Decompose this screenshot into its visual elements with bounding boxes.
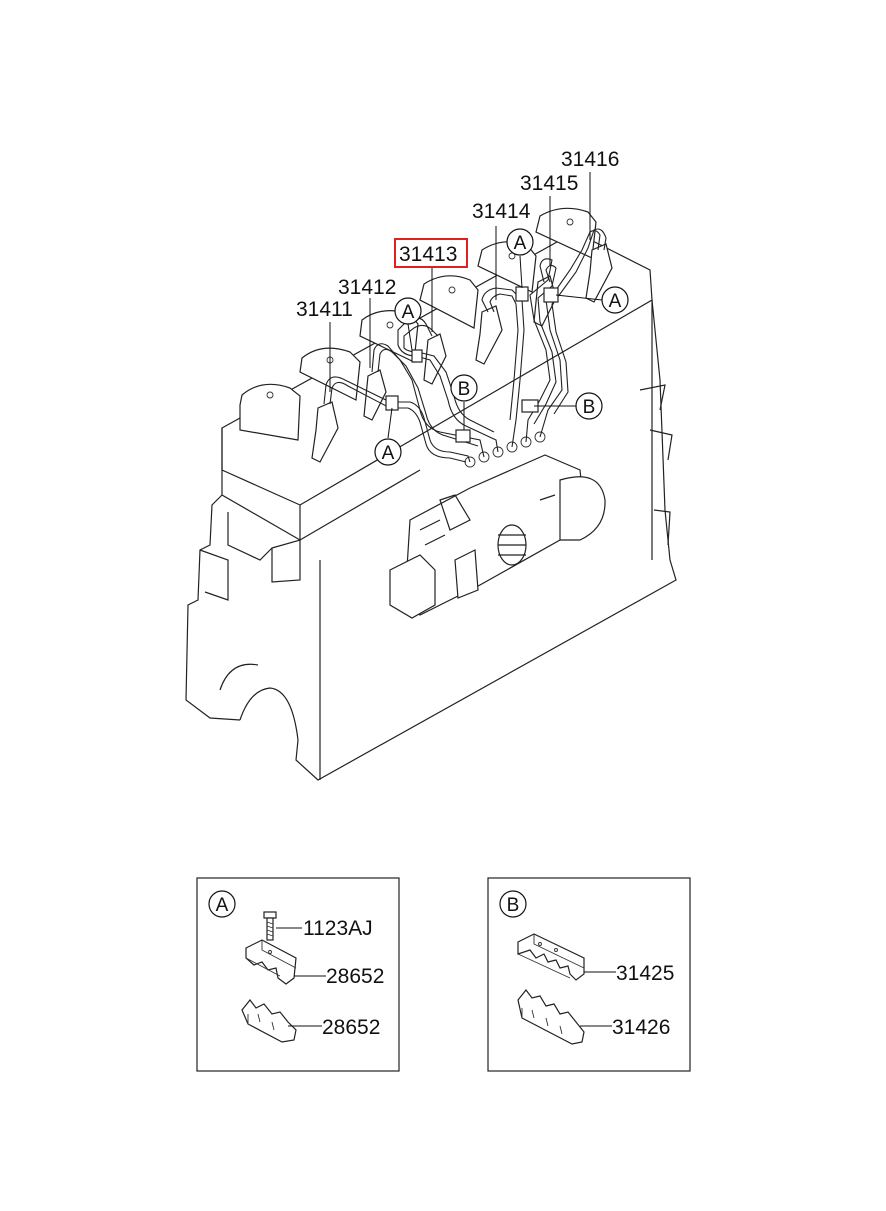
svg-text:B: B — [583, 397, 596, 418]
clamp-lower-a-icon — [241, 999, 297, 1043]
part-label-31413-highlighted[interactable]: 31413 — [394, 238, 468, 268]
injectors — [311, 243, 613, 463]
pipe-clamp-a-2 — [515, 286, 529, 302]
injection-pump — [389, 431, 606, 619]
clamp-lower-b-icon — [517, 989, 585, 1045]
svg-text:B: B — [458, 379, 471, 400]
pipe-clamp-b-1 — [455, 429, 471, 443]
callout-b-2[interactable]: B — [575, 392, 603, 420]
part-label-31416[interactable]: 31416 — [561, 148, 619, 171]
pipe-clamp-a-1 — [385, 395, 399, 411]
svg-text:A: A — [382, 443, 395, 464]
svg-text:A: A — [514, 233, 527, 254]
detail-box-a: A 1123AJ 28652 28652 — [196, 877, 400, 1072]
callout-a-4[interactable]: A — [374, 438, 402, 466]
fuel-injection-pipes — [323, 228, 607, 463]
leader-lines — [329, 172, 603, 439]
part-label-31414[interactable]: 31414 — [472, 200, 531, 223]
clamp-upper-a-icon — [245, 939, 297, 985]
callout-b-1[interactable]: B — [450, 374, 478, 402]
highlight-box — [394, 238, 468, 268]
callout-a-2[interactable]: A — [506, 228, 534, 256]
bolt-icon — [263, 911, 277, 941]
detail-a-title-circle — [208, 890, 236, 918]
clamp-upper-b-icon — [517, 933, 585, 981]
callout-a-3[interactable]: A — [601, 286, 629, 314]
detail-box-b: B 31425 31426 — [487, 877, 691, 1072]
part-label-28652-upper[interactable]: 28652 — [326, 965, 384, 988]
part-label-28652-lower[interactable]: 28652 — [322, 1016, 380, 1039]
detail-b-title-circle — [499, 890, 527, 918]
part-label-31413[interactable]: 31413 — [399, 243, 457, 266]
svg-text:A: A — [402, 302, 415, 323]
part-label-31425[interactable]: 31425 — [616, 962, 674, 985]
svg-text:A: A — [609, 291, 622, 312]
callout-a-1[interactable]: A — [394, 297, 422, 325]
detail-b-title: B — [507, 895, 520, 916]
part-label-1123aj[interactable]: 1123AJ — [303, 917, 373, 940]
part-label-31415[interactable]: 31415 — [520, 172, 578, 195]
pipe-clamp-a-4 — [411, 349, 423, 363]
detail-a-title: A — [216, 895, 229, 916]
part-label-31426[interactable]: 31426 — [612, 1016, 670, 1039]
part-label-31411[interactable]: 31411 — [296, 298, 353, 321]
part-label-31412[interactable]: 31412 — [338, 276, 396, 299]
pipe-clamp-a-3 — [543, 287, 559, 303]
